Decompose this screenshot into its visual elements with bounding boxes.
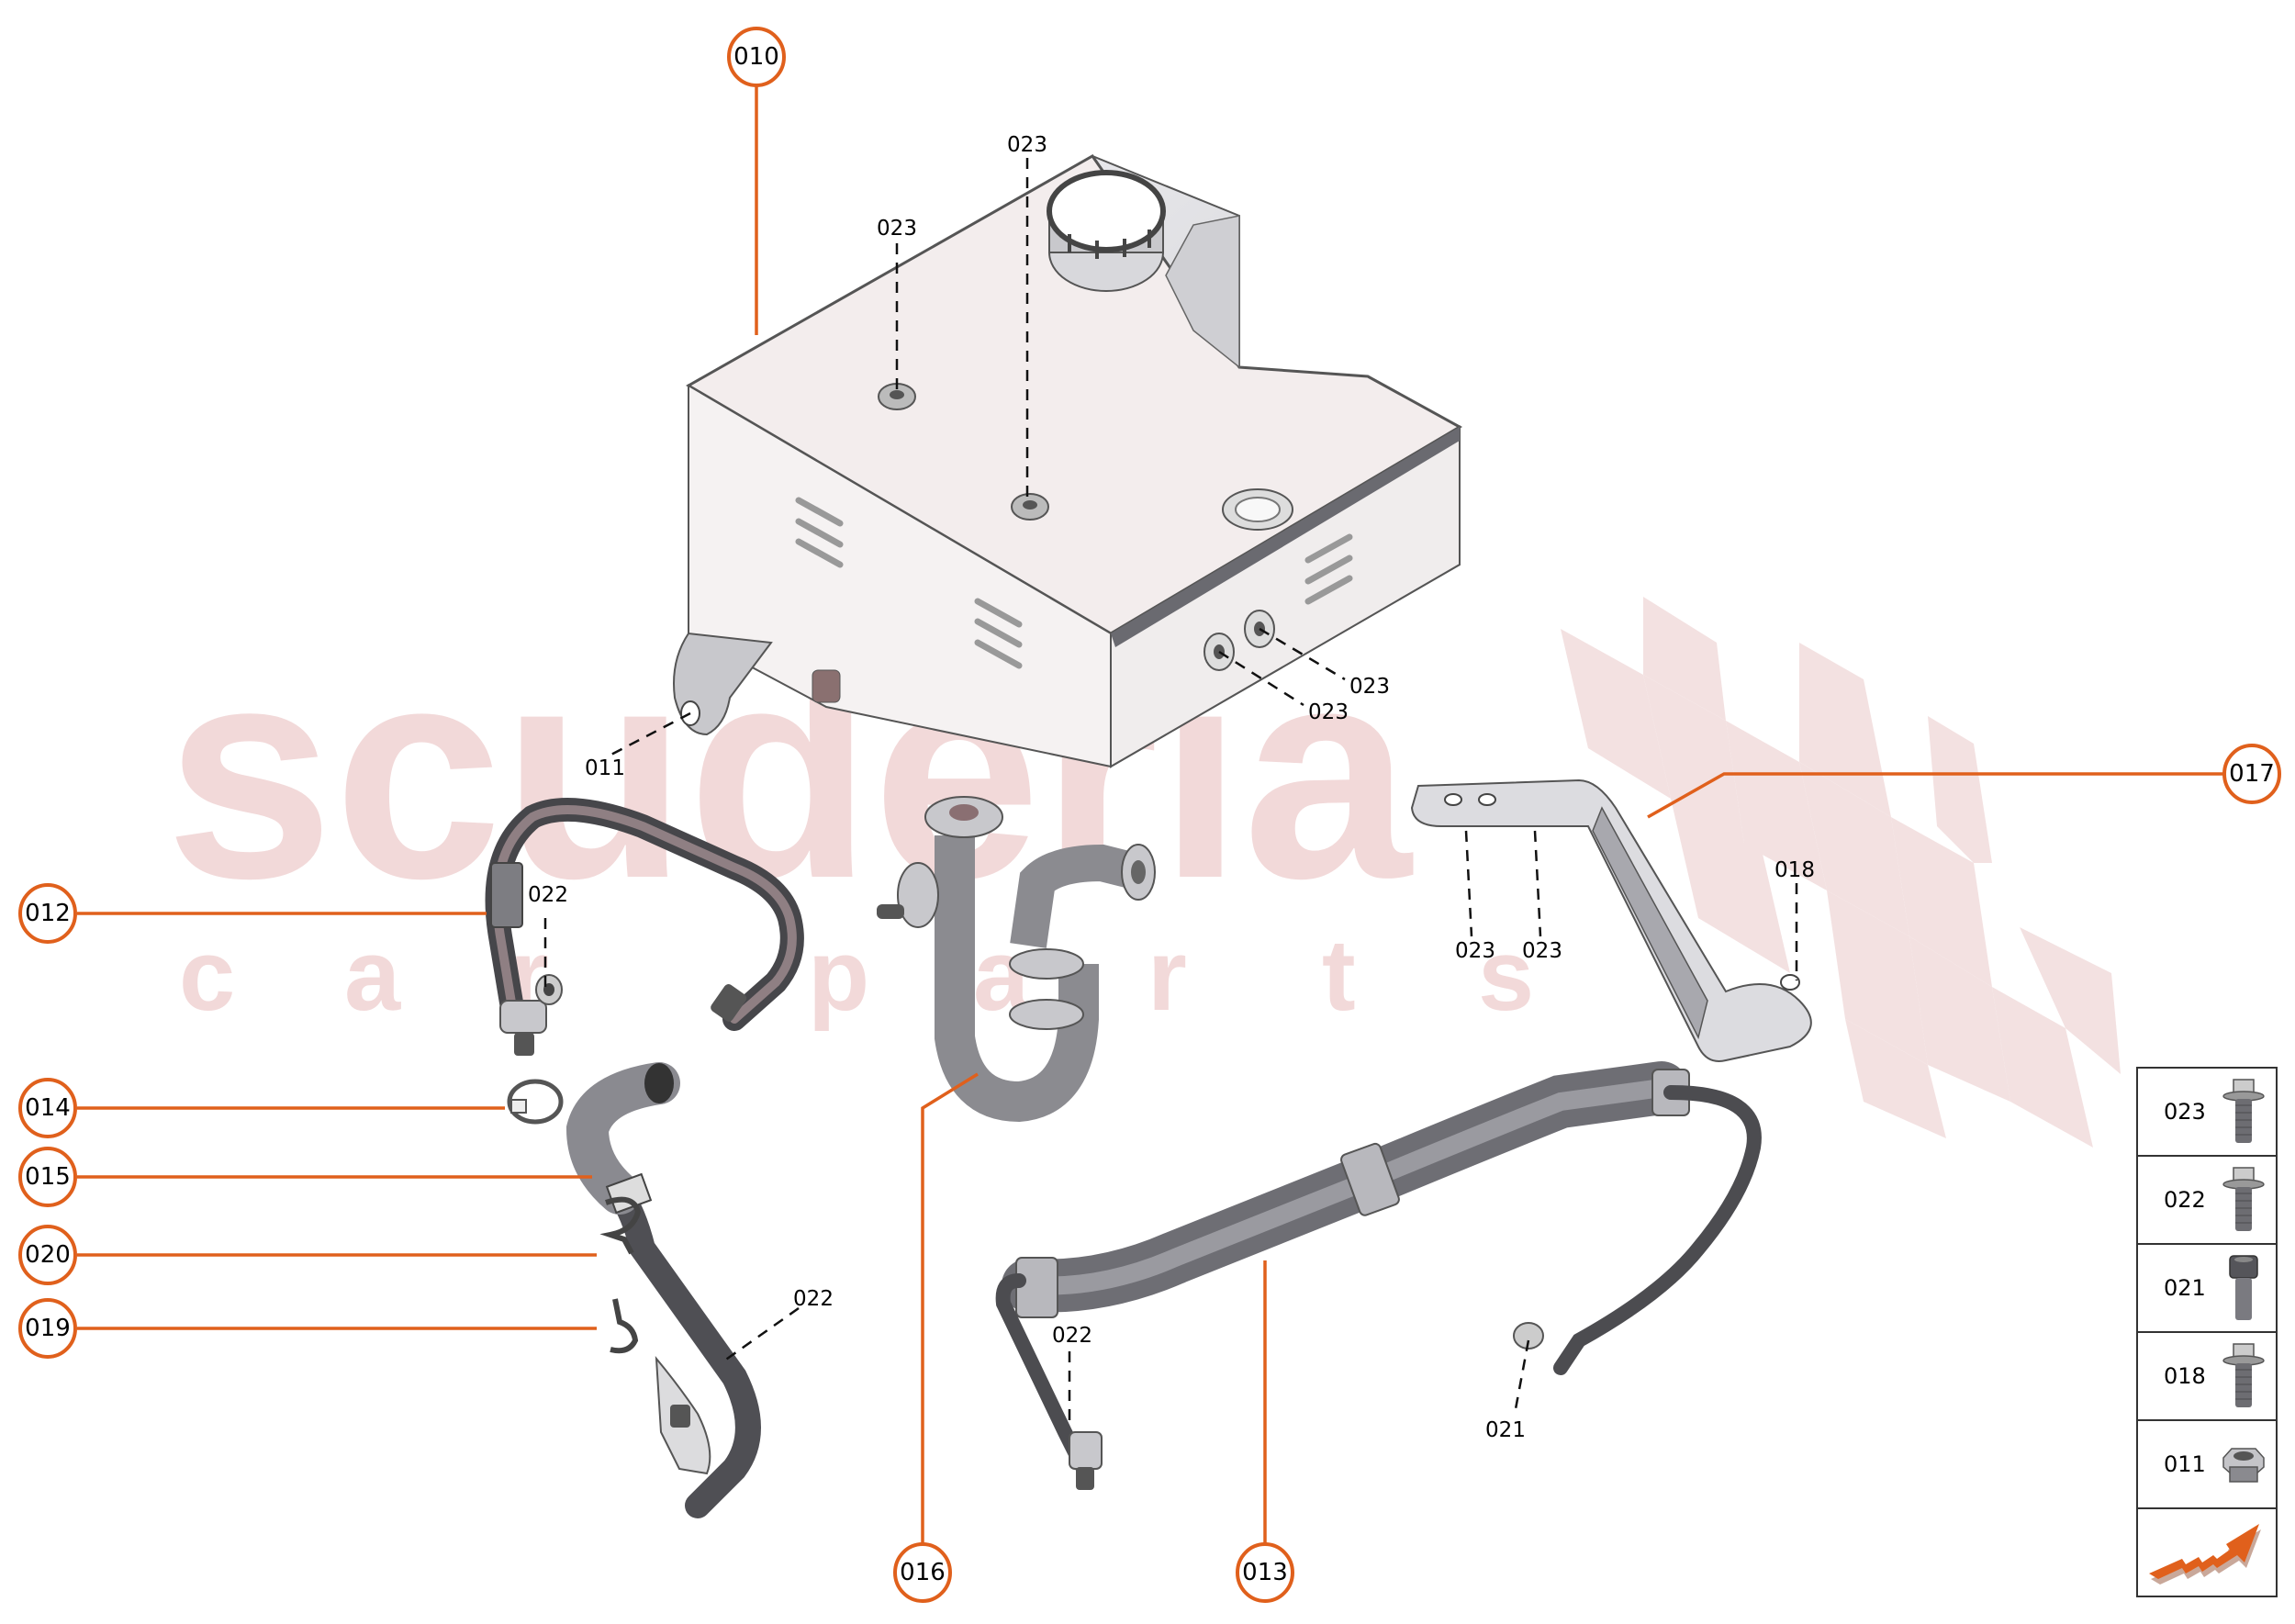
hose-013[interactable] (995, 1061, 1762, 1490)
part-label-022: 022 (528, 883, 568, 907)
grommet (878, 383, 916, 410)
svg-text:019: 019 (25, 1315, 71, 1342)
filler-cap (1047, 170, 1166, 292)
part-label-018: 018 (1774, 858, 1815, 882)
hose-clamp-014[interactable] (507, 1079, 564, 1125)
fastener-legend: 023 022 021 018 (2136, 1067, 2278, 1597)
part-label-023: 023 (1308, 700, 1349, 724)
legend-label: 022 (2164, 1187, 2206, 1213)
callout-010[interactable]: 010 (727, 27, 786, 87)
svg-text:017: 017 (2229, 760, 2275, 788)
grommet (1011, 493, 1049, 521)
part-label-021: 021 (1485, 1418, 1526, 1442)
svg-text:016: 016 (900, 1559, 946, 1586)
callout-020[interactable]: 020 (18, 1225, 77, 1285)
svg-text:014: 014 (25, 1094, 71, 1122)
flange-bolt-icon (2222, 1167, 2265, 1231)
svg-text:a: a (344, 919, 401, 1032)
callout-017[interactable]: 017 (2222, 744, 2281, 804)
part-label-023: 023 (1007, 133, 1047, 157)
svg-text:p: p (808, 919, 869, 1032)
svg-text:c: c (179, 919, 235, 1032)
part-label-022: 022 (793, 1287, 834, 1311)
legend-direction-row[interactable] (2138, 1509, 2276, 1596)
hose-012[interactable] (485, 798, 804, 1056)
legend-label: 021 (2164, 1275, 2206, 1301)
watermark-sub-text: c a r p a r t s (179, 919, 1534, 1032)
svg-text:013: 013 (1242, 1559, 1288, 1586)
leader-lines (77, 80, 2223, 1572)
clip-020[interactable] (599, 1196, 642, 1255)
callout-015[interactable]: 015 (18, 1147, 77, 1207)
part-label-023: 023 (1455, 939, 1495, 963)
svg-text:010: 010 (733, 43, 779, 71)
legend-row-023[interactable]: 023 (2138, 1069, 2276, 1157)
flange-bolt-icon (2222, 1343, 2265, 1407)
callout-019[interactable]: 019 (18, 1298, 77, 1359)
svg-text:r: r (1148, 919, 1187, 1032)
part-label-023: 023 (877, 217, 917, 241)
callout-014[interactable]: 014 (18, 1078, 77, 1138)
callout-013[interactable]: 013 (1236, 1542, 1294, 1603)
legend-label: 023 (2164, 1099, 2206, 1125)
valve-assembly-016[interactable] (877, 796, 1156, 1123)
legend-row-018[interactable]: 018 (2138, 1333, 2276, 1421)
legend-row-011[interactable]: 011 (2138, 1421, 2276, 1509)
socket-cap-screw-icon (2229, 1255, 2258, 1320)
svg-text:020: 020 (25, 1241, 71, 1269)
reservoir-tank[interactable] (673, 154, 1463, 768)
flange-bolt-icon (2222, 1079, 2265, 1143)
clip-019[interactable] (610, 1298, 639, 1354)
legend-label: 011 (2164, 1451, 2206, 1477)
legend-row-021[interactable]: 021 (2138, 1245, 2276, 1333)
flange-nut-icon (2222, 1448, 2265, 1483)
legend-row-022[interactable]: 022 (2138, 1157, 2276, 1245)
fastener-leaders (543, 158, 1798, 1428)
part-label-022: 022 (1052, 1324, 1092, 1348)
bracket-017[interactable] (1410, 778, 1812, 1062)
svg-text:012: 012 (25, 900, 71, 927)
svg-text:s: s (1478, 919, 1534, 1032)
hose-015[interactable] (565, 1062, 761, 1518)
part-label-023: 023 (1522, 939, 1562, 963)
vent-slots (795, 497, 1353, 669)
callout-012[interactable]: 012 (18, 883, 77, 944)
drain-nipple (812, 669, 841, 703)
outlet-port (1222, 488, 1293, 531)
legend-label: 018 (2164, 1363, 2206, 1389)
part-number-labels: 023 023 023 023 011 022 022 022 021 023 … (528, 133, 1815, 1442)
callout-016[interactable]: 016 (893, 1542, 952, 1603)
part-label-023: 023 (1349, 675, 1390, 699)
forward-direction-arrow-icon (2149, 1524, 2261, 1585)
part-label-011: 011 (585, 756, 625, 780)
svg-text:015: 015 (25, 1163, 71, 1191)
svg-text:t: t (1322, 919, 1356, 1032)
